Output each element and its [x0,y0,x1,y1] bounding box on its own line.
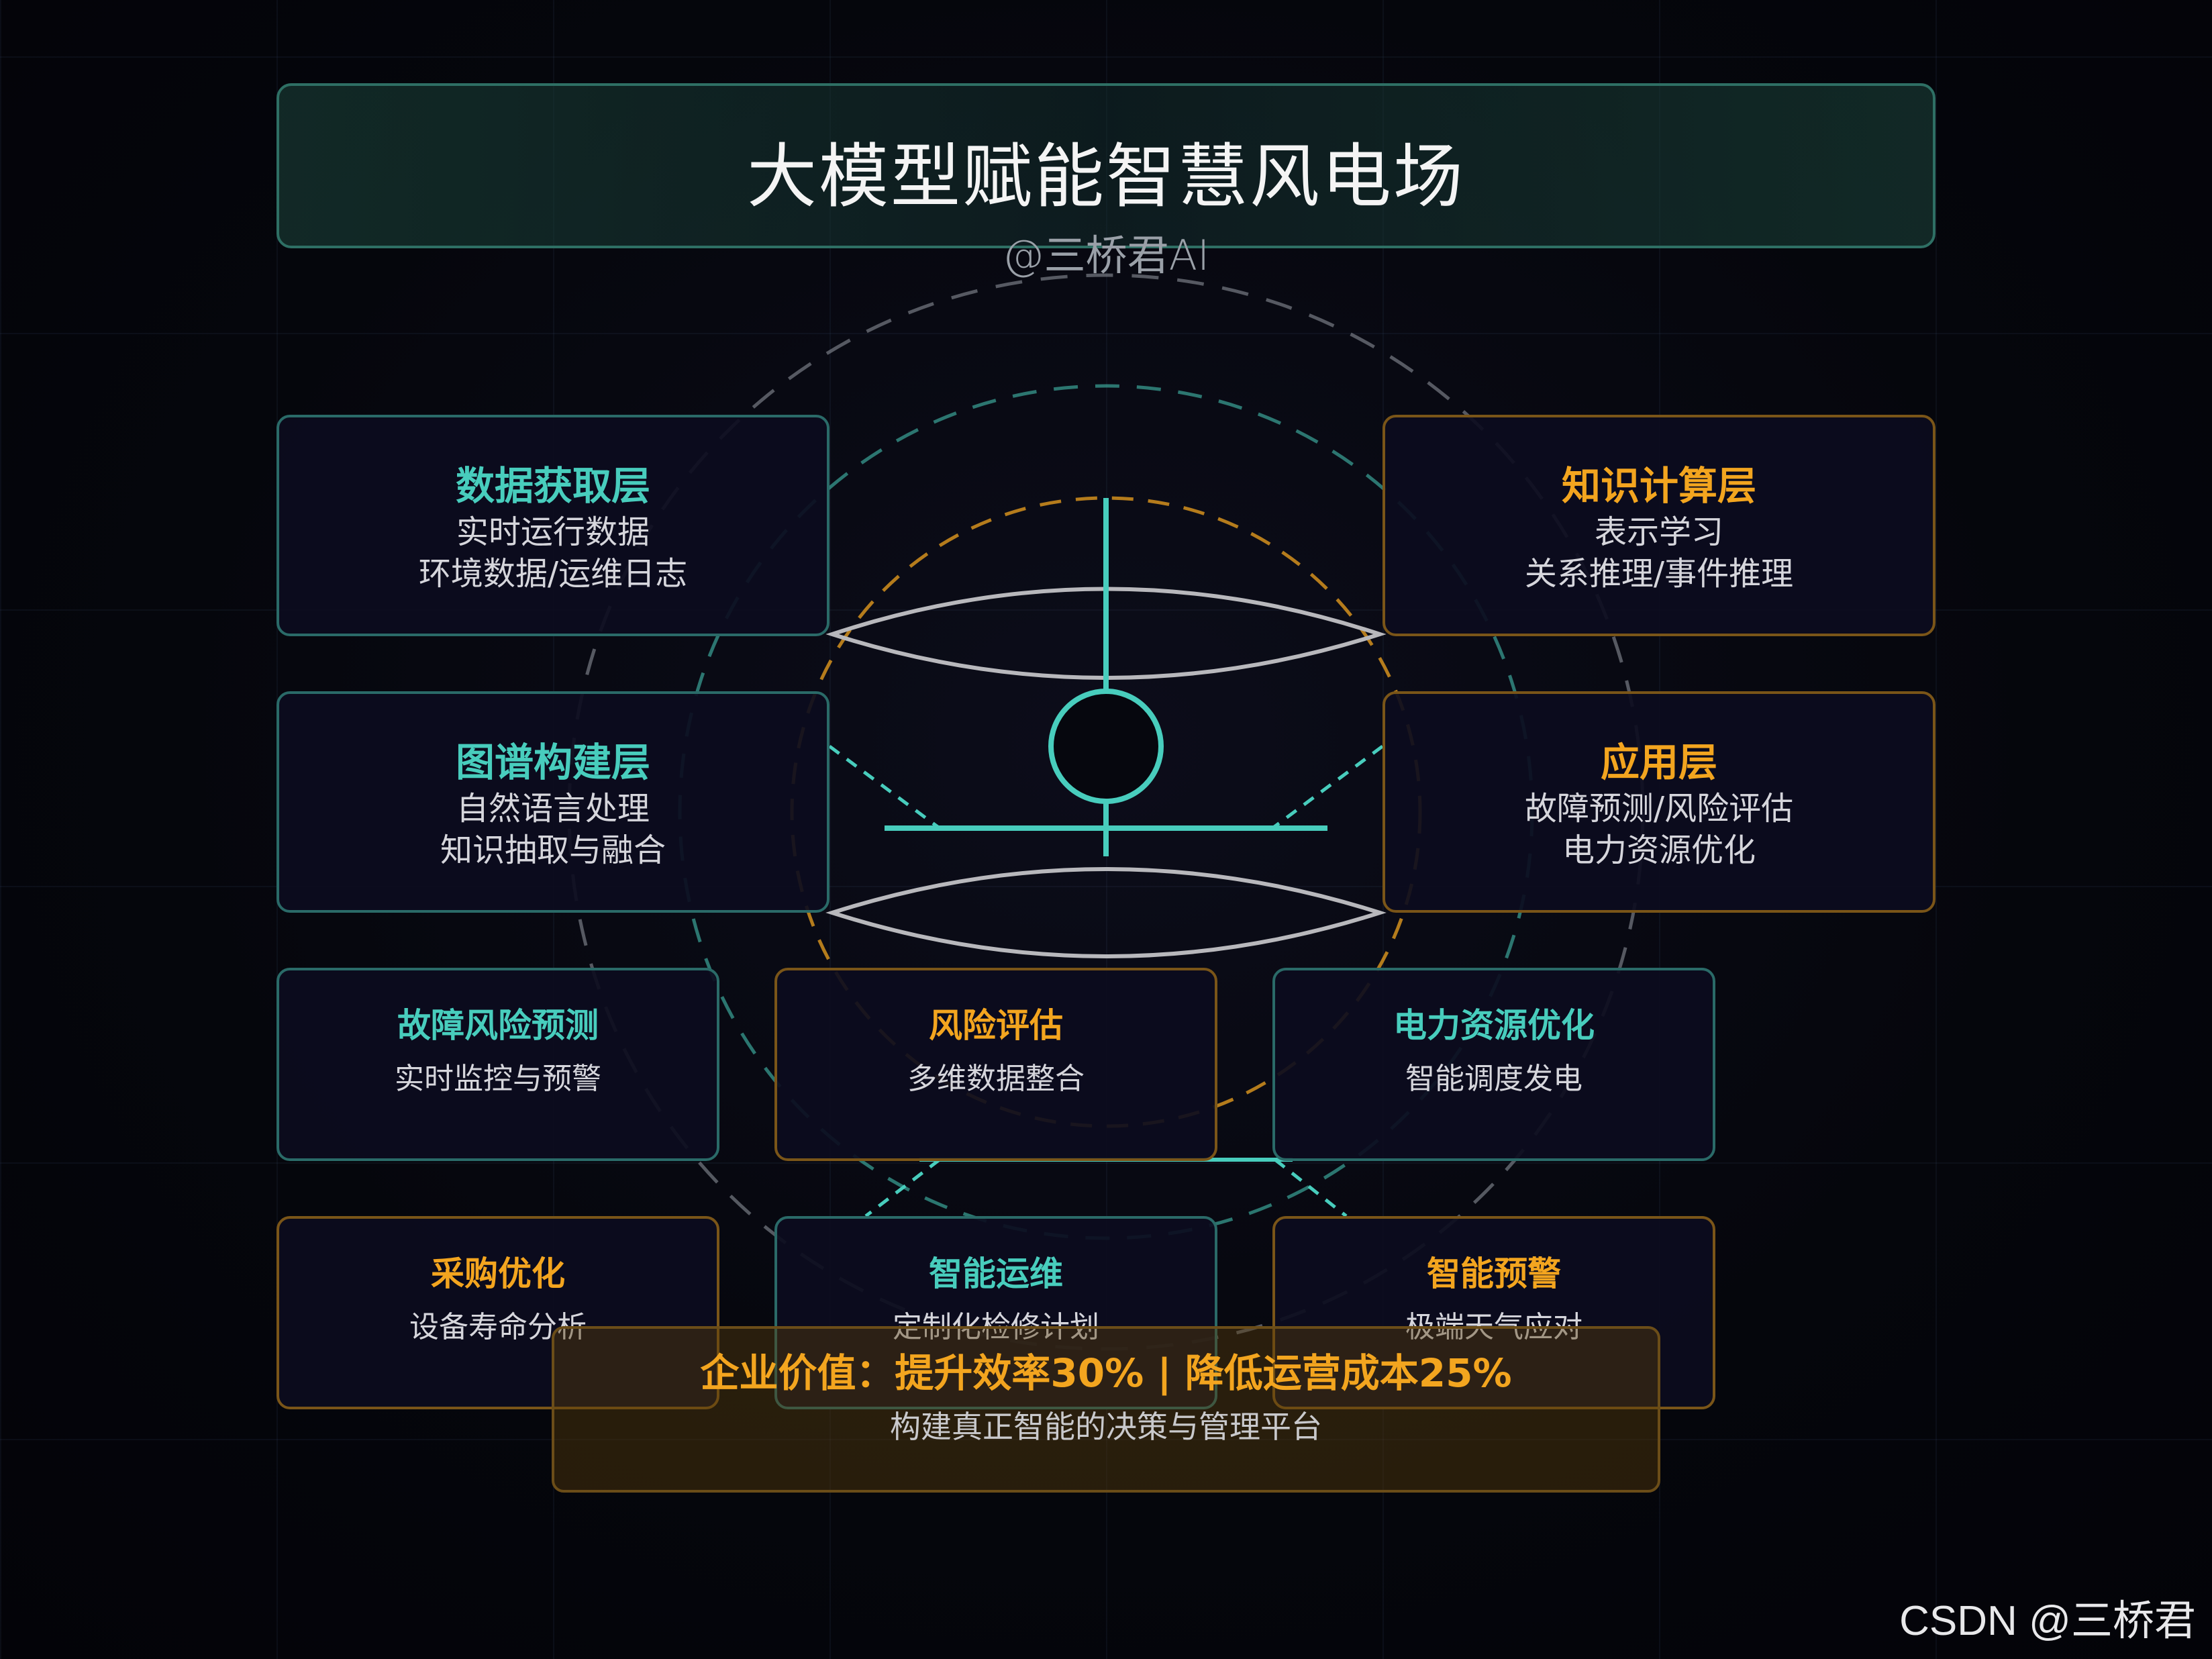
connector-bottom-left [864,1158,941,1217]
connector-right [1271,744,1384,830]
page-title: 大模型赋能智慧风电场 [746,136,1465,217]
page-subtitle: @三桥君AI [1002,231,1210,280]
app-title: 风险评估 [929,1006,1063,1045]
layer-card-knowledge-computing: 知识计算层 表示学习 关系推理/事件推理 [1382,415,1936,636]
layer-line: 自然语言处理 [456,790,650,827]
app-line: 多维数据整合 [907,1062,1085,1096]
layer-line: 环境数据/运维日志 [418,555,688,593]
watermark: CSDN @三桥君 [1899,1598,2196,1644]
enterprise-value-title: 企业价值：提升效率30% | 降低运营成本25% [700,1350,1512,1396]
app-card-risk-assessment: 风险评估 多维数据整合 [774,968,1217,1161]
app-card-procurement-optimization: 采购优化 设备寿命分析 [276,1216,719,1409]
layer-title: 图谱构建层 [455,740,650,785]
layer-card-graph-construction: 图谱构建层 自然语言处理 知识抽取与融合 [276,691,830,913]
layer-title: 知识计算层 [1561,463,1756,509]
app-title: 电力资源优化 [1393,1006,1595,1045]
layer-card-data-acquisition: 数据获取层 实时运行数据 环境数据/运维日志 [276,415,830,636]
upper-lens-shape [825,587,1387,680]
app-title: 故障风险预测 [397,1006,599,1045]
layer-line: 电力资源优化 [1562,832,1756,869]
app-card-smart-maintenance: 智能运维 定制化检修计划 [774,1216,1217,1409]
app-card-fault-risk-prediction: 故障风险预测 实时监控与预警 [276,968,719,1161]
layer-line: 关系推理/事件推理 [1524,555,1794,593]
app-card-smart-warning: 智能预警 极端天气应对 [1272,1216,1715,1409]
title-banner [276,83,1936,248]
enterprise-value-subtitle: 构建真正智能的决策与管理平台 [890,1409,1322,1445]
turbine-hub [1048,689,1164,804]
layer-line: 表示学习 [1594,513,1723,551]
connector-left [828,744,941,830]
layer-title: 应用层 [1600,740,1717,785]
layer-title: 数据获取层 [455,463,650,509]
layer-line: 知识抽取与融合 [440,832,666,869]
connector-bottom-right [1274,1158,1348,1217]
layer-line: 故障预测/风险评估 [1524,790,1794,827]
layer-card-application: 应用层 故障预测/风险评估 电力资源优化 [1382,691,1936,913]
app-title: 智能预警 [1427,1254,1561,1293]
app-card-power-optimization: 电力资源优化 智能调度发电 [1272,968,1715,1161]
app-line: 智能调度发电 [1405,1062,1582,1096]
app-title: 智能运维 [929,1254,1063,1293]
lower-lens-shape [825,867,1387,958]
app-title: 采购优化 [431,1254,565,1293]
app-line: 实时监控与预警 [395,1062,601,1096]
enterprise-value-box: 企业价值：提升效率30% | 降低运营成本25% 构建真正智能的决策与管理平台 [552,1326,1660,1493]
layer-line: 实时运行数据 [456,513,650,551]
